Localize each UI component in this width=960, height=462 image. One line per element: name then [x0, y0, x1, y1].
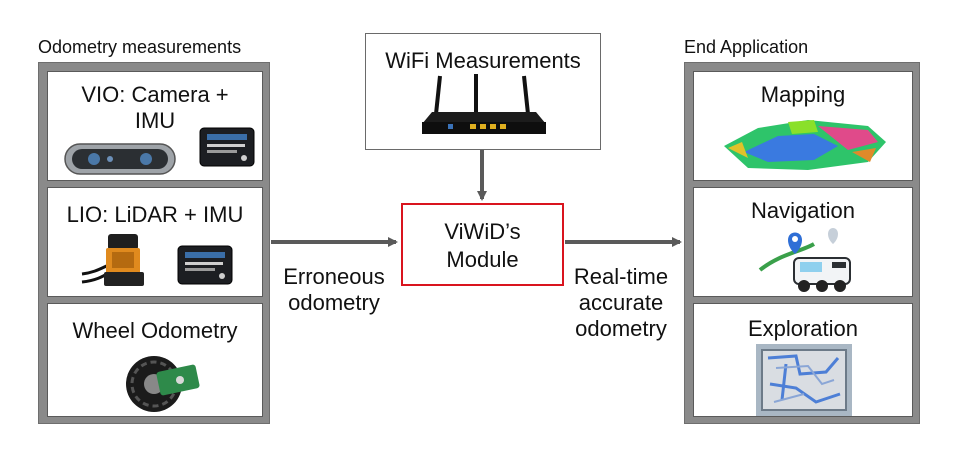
point-cloud-map-icon [724, 120, 886, 170]
navigation-card: Navigation [693, 187, 913, 297]
delivery-robot-icon [758, 228, 851, 292]
application-panel: Mapping Navigation Exploration [684, 62, 920, 424]
vio-label-line2: IMU [134, 108, 176, 133]
mapping-label: Mapping [760, 82, 846, 107]
wheel-odometry-card: Wheel Odometry [47, 303, 263, 417]
realtime-line1: Real-time [573, 264, 669, 289]
wifi-title: WiFi Measurements [385, 48, 581, 73]
module-label-line2: Module [446, 247, 519, 272]
imu-sensor-icon [177, 245, 233, 285]
realtime-odometry-label: Real-time accurate odometry [562, 264, 680, 342]
odometry-title: Odometry measurements [38, 37, 242, 57]
exploration-card: Exploration [693, 303, 913, 417]
imu-sensor-icon [199, 127, 255, 167]
exploration-label: Exploration [747, 316, 859, 341]
vio-label-line1: VIO: Camera + [81, 82, 229, 107]
mapping-card: Mapping [693, 71, 913, 181]
lio-label: LIO: LiDAR + IMU [66, 202, 244, 227]
vio-card: VIO: Camera + IMU [47, 71, 263, 181]
depth-camera-icon [64, 143, 176, 175]
odometry-panel: VIO: Camera + IMU LIO: LiDAR + IMU [38, 62, 270, 424]
realtime-line2: accurate [578, 290, 664, 315]
lio-card: LIO: LiDAR + IMU [47, 187, 263, 297]
wheel-odometry-label: Wheel Odometry [72, 318, 238, 343]
viwid-module-box: ViWiD’s Module [401, 203, 564, 286]
wheel-encoder-icon [126, 356, 200, 412]
erroneous-odometry-label: Erroneous odometry [272, 264, 396, 316]
wifi-router-icon [422, 74, 546, 134]
erroneous-line2: odometry [288, 290, 380, 315]
navigation-label: Navigation [751, 198, 855, 223]
erroneous-line1: Erroneous [283, 264, 385, 289]
application-title: End Application [684, 37, 809, 57]
realtime-line3: odometry [575, 316, 667, 341]
lidar-sensor-icon [81, 234, 144, 286]
wifi-measurements-box: WiFi Measurements [365, 33, 601, 150]
module-label-line1: ViWiD’s [444, 219, 521, 244]
exploration-map-icon [756, 344, 852, 416]
